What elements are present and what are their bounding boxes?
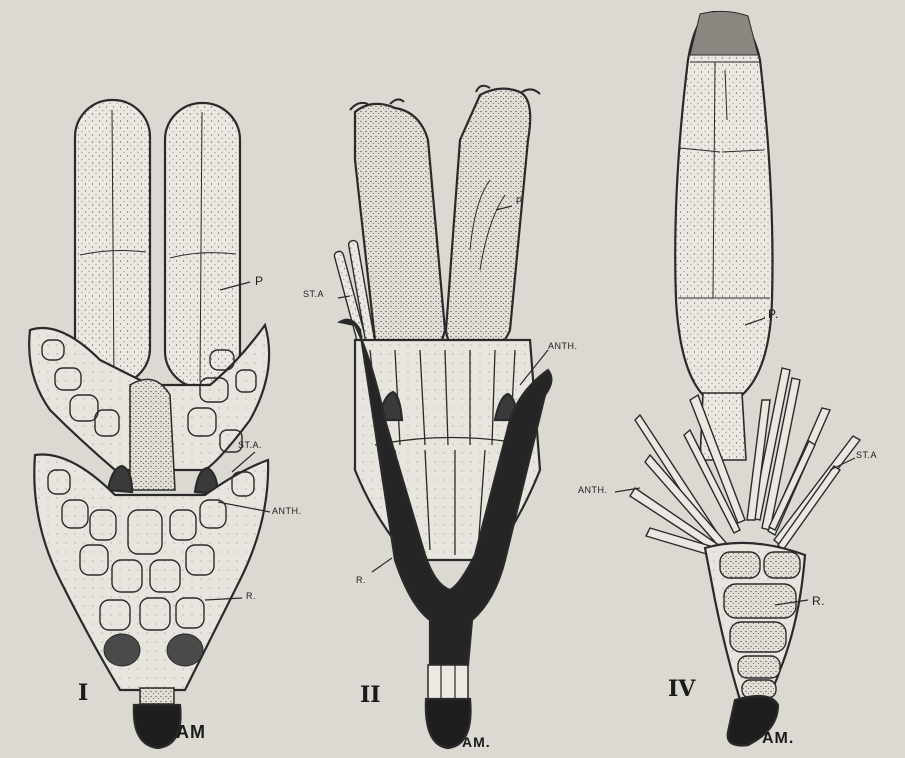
figure-ii-label-r: R. (356, 575, 366, 585)
figure-ii-numeral: II (360, 682, 381, 708)
figure-i-drawing (29, 100, 270, 748)
figure-iv-am-label: AM. (762, 730, 794, 748)
figure-iv-label-anth: ANTH. (578, 485, 608, 495)
figure-ii-label-p: P. (516, 196, 524, 206)
figure-iv-label-r: R. (812, 594, 825, 608)
figure-ii-label-anth: ANTH. (548, 341, 578, 351)
figure-ii-label-sta: ST.A (303, 289, 324, 299)
figure-i-numeral: I (78, 680, 88, 706)
figure-i-label-r: R. (246, 591, 256, 601)
figure-iv-numeral: IV (668, 676, 695, 702)
figure-iv-label-sta: ST.A (856, 450, 877, 460)
figure-ii-drawing (334, 86, 552, 748)
figure-iv-drawing (615, 11, 860, 745)
figure-iv-label-p: P. (768, 307, 779, 321)
figure-ii-am-label: AM. (462, 734, 491, 750)
figure-i-pollinium-right (165, 103, 240, 388)
figure-i-label-anth: ANTH. (272, 506, 302, 516)
figure-iv-staminodes (630, 368, 860, 560)
figure-i-label-sta: ST.A. (238, 440, 262, 450)
figure-i-label-p: P (255, 274, 264, 288)
figure-i-am-label: AM (176, 722, 206, 743)
